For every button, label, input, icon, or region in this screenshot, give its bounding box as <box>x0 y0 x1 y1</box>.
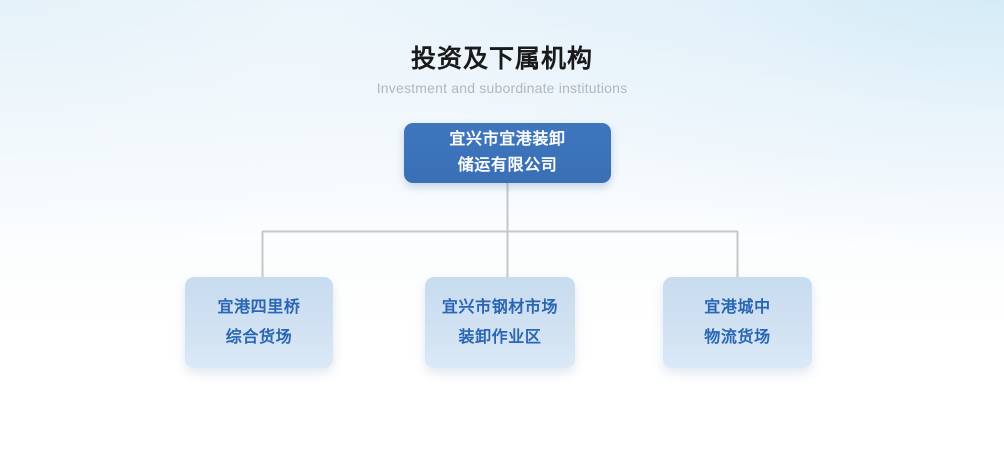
page-heading: 投资及下属机构 Investment and subordinate insti… <box>0 44 1004 97</box>
org-node-child-1-label: 宜兴市钢材市场 装卸作业区 <box>441 298 559 346</box>
org-node-child-0[interactable]: 宜港四里桥 综合货场 <box>185 277 333 368</box>
org-node-child-1[interactable]: 宜兴市钢材市场 装卸作业区 <box>425 277 575 368</box>
org-node-root[interactable]: 宜兴市宜港装卸 储运有限公司 <box>404 123 611 183</box>
page-title: 投资及下属机构 <box>410 45 593 73</box>
page-subtitle: Investment and subordinate institutions <box>376 80 628 96</box>
org-node-child-2-label: 宜港城中 物流货场 <box>704 298 771 346</box>
org-node-root-label: 宜兴市宜港装卸 储运有限公司 <box>449 131 566 174</box>
org-node-child-0-label: 宜港四里桥 综合货场 <box>217 298 301 346</box>
org-node-child-2[interactable]: 宜港城中 物流货场 <box>663 277 812 368</box>
